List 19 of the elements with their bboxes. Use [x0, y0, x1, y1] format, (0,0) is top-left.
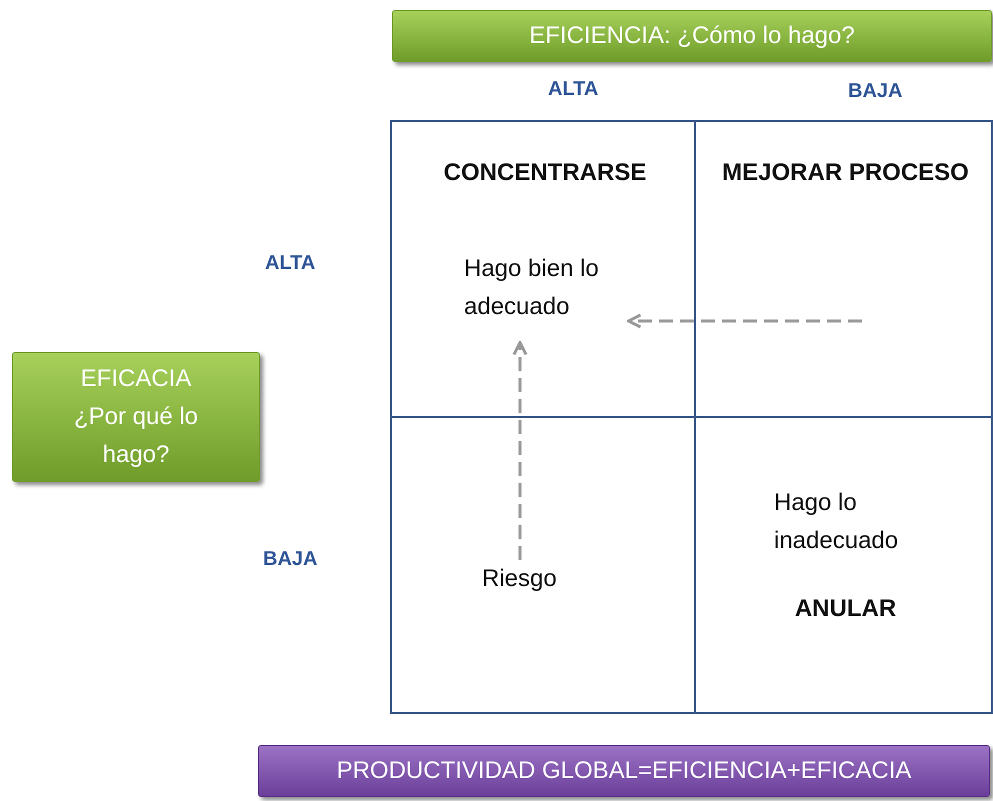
matrix-quadrant — [390, 120, 696, 418]
quadrant-text: Hago lo inadecuado — [774, 488, 900, 556]
quadrant-text: Hago bien lo adecuado — [464, 254, 600, 322]
quadrant-heading: MEJORAR PROCESO — [721, 158, 970, 188]
level-label: BAJA — [263, 548, 318, 571]
matrix-quadrant — [694, 416, 993, 714]
level-label: ALTA — [265, 252, 316, 275]
axis-title-banner: EFICACIA ¿Por qué lo hago? — [12, 352, 260, 482]
matrix-quadrant — [694, 120, 993, 418]
result-banner: PRODUCTIVIDAD GLOBAL=EFICIENCIA+EFICACIA — [258, 745, 990, 797]
level-label: BAJA — [848, 80, 902, 103]
quadrant-heading: ANULAR — [794, 594, 898, 624]
matrix-quadrant — [390, 416, 696, 714]
quadrant-heading: CONCENTRARSE — [442, 158, 648, 188]
quadrant-text: Riesgo — [482, 564, 558, 594]
axis-title-banner: EFICIENCIA: ¿Cómo lo hago? — [392, 10, 992, 62]
arrow — [627, 314, 862, 328]
arrow — [512, 341, 528, 560]
level-label: ALTA — [548, 78, 598, 101]
